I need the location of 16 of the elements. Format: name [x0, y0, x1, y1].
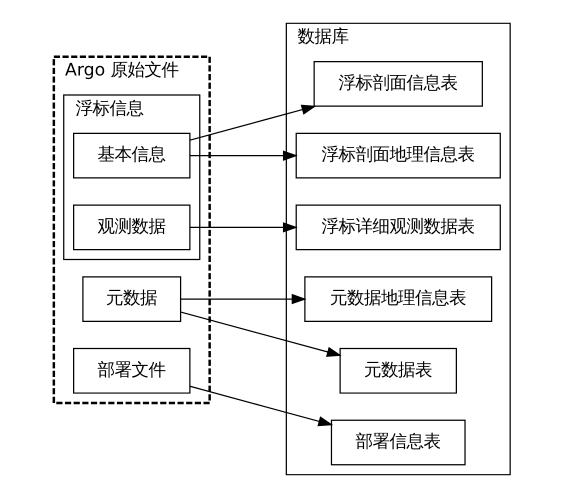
arrow: [190, 222, 298, 233]
node-box: 浮标详细观测数据表: [296, 204, 501, 250]
arrow: [190, 104, 316, 141]
node-box: 浮标剖面信息表: [314, 61, 483, 107]
node-box: 部署文件: [73, 348, 190, 394]
node-box: 元数据: [82, 276, 182, 322]
node-box: 基本信息: [73, 132, 190, 179]
node-box: 部署信息表: [330, 420, 466, 466]
arrow: [190, 150, 298, 161]
arrow: [190, 386, 334, 426]
node-box: 浮标剖面地理信息表: [296, 132, 501, 179]
node-box: 元数据表: [340, 348, 457, 394]
node-box: 观测数据: [73, 204, 190, 250]
node-box: 元数据地理信息表: [304, 276, 492, 322]
arrow: [180, 294, 307, 304]
arrow: [180, 311, 342, 357]
